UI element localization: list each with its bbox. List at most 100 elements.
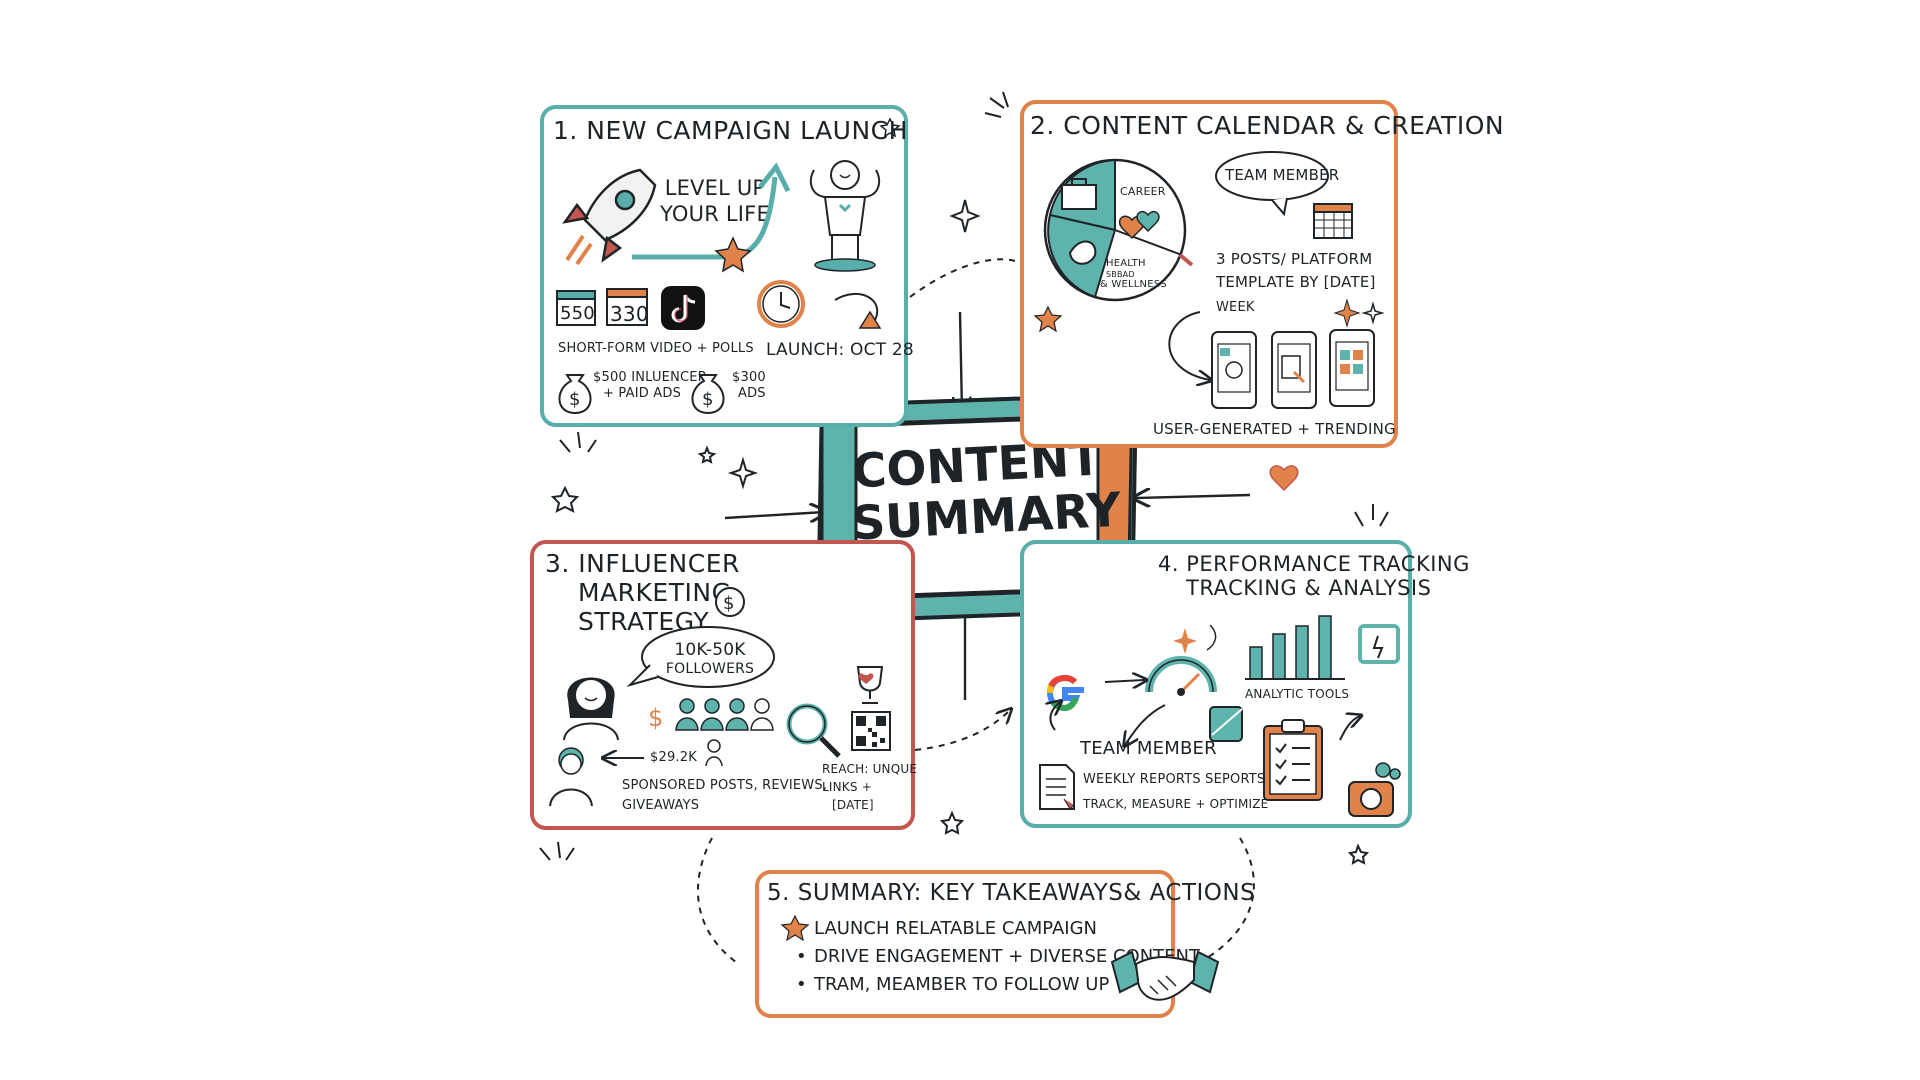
inner-arrows — [1035, 624, 1365, 780]
arrow-left-icon — [598, 750, 644, 766]
budget-a-line-2: + PAID ADS — [603, 386, 682, 402]
section2-star-icon — [1033, 305, 1063, 333]
content-summary-title: CONTENT SUMMARY — [847, 432, 1122, 552]
takeaway-item-3: TRAM, MEAMBER TO FOLLOW UP — [814, 974, 1110, 995]
speech-bubble-icon — [1215, 151, 1329, 217]
section4-title-line-1: 4. PERFORMANCE TRACKING — [1158, 552, 1470, 576]
activities-line-2: GIVEAWAYS — [622, 798, 700, 814]
section1-title: 1. NEW CAMPAIGN LAUNCH — [553, 116, 908, 145]
pie-health-line-1: HEALTH — [1106, 258, 1146, 269]
launch-date: LAUNCH: OCT 28 — [766, 340, 914, 360]
reports-label: WEEKLY REPORTS SEPORTS — [1083, 772, 1266, 787]
svg-text:$: $ — [569, 389, 580, 410]
google-icon — [1046, 674, 1084, 712]
team-member-label-2: TEAM MEMBER — [1225, 166, 1340, 184]
heart-icon — [1269, 465, 1299, 492]
svg-text:$: $ — [702, 389, 713, 410]
budget-b-line-2: ADS — [738, 386, 766, 402]
dollar-sign-icon: $ — [648, 704, 663, 732]
sparkle-icon — [1333, 298, 1385, 328]
handshake-icon — [1110, 950, 1220, 1001]
calendar-icon — [556, 290, 596, 326]
report-doc-icon — [1039, 764, 1075, 810]
calendar-value-a: 550 — [560, 303, 595, 324]
svg-text:$: $ — [648, 704, 663, 732]
section2-title: 2. CONTENT CALENDAR & CREATION — [1030, 111, 1505, 140]
pie-health-label: HEALTH SBBAD & WELLNESS — [1100, 258, 1167, 290]
ugc-label: USER-GENERATED + TRENDING — [1153, 420, 1396, 438]
budget-b-line-1: $300 — [732, 370, 766, 385]
posts-line-2: TEMPLATE BY [DATE] — [1216, 272, 1376, 291]
posts-label: 3 POSTS/ PLATFORM TEMPLATE BY [DATE] — [1216, 250, 1376, 292]
gauge-icon — [1145, 656, 1217, 696]
takeaway-item-1: LAUNCH RELATABLE CAMPAIGN — [814, 918, 1097, 939]
woman-small-icon — [549, 747, 593, 807]
reach-line-2: LINKS + — [822, 780, 872, 794]
budget-b: $300 ADS — [732, 370, 766, 403]
phone-icon — [1271, 331, 1317, 409]
trophy-icon — [856, 666, 884, 704]
section3-title: 3. INFLUENCER MARKETING STRATEGY — [545, 549, 740, 636]
followers-line-2: FOLLOWERS — [665, 661, 755, 678]
budget-a: $500 INLUENCER + PAID ADS — [593, 370, 707, 403]
calendar-icon — [606, 288, 648, 326]
posts-line-1: 3 POSTS/ PLATFORM — [1216, 250, 1373, 268]
pie-health-line-2: SBBAD — [1106, 269, 1135, 279]
star-icon — [714, 236, 752, 273]
speech-bubble-icon — [626, 626, 775, 688]
camera-icon — [1348, 762, 1401, 817]
section3-title-line-2: MARKETING — [578, 577, 732, 607]
calendar-icon — [1358, 624, 1400, 664]
format-label: SHORT-FORM VIDEO + POLLS — [558, 341, 754, 356]
followers-line-1: 10K-50K — [674, 640, 746, 660]
pie-career-label: CAREER — [1120, 185, 1166, 198]
analytic-tools-label: ANALYTIC TOOLS — [1245, 687, 1350, 701]
qr-code-icon — [851, 711, 891, 751]
group-icon — [675, 698, 774, 767]
week-label: WEEK — [1216, 300, 1255, 315]
section5-title: 5. SUMMARY: KEY TAKEAWAYS& ACTIONS — [767, 880, 1256, 906]
slogan-line-1: LEVEL UP — [664, 176, 766, 200]
dollar-coin-icon: $ — [715, 587, 745, 617]
section4-title: 4. PERFORMANCE TRACKING TRACKING & ANALY… — [1158, 552, 1470, 600]
clipboard-icon — [1263, 719, 1323, 801]
activities-label: SPONSORED POSTS, REVIEWS, GIVEAWAYS — [622, 778, 827, 815]
reach-line-1: REACH: UNQUE — [822, 762, 918, 776]
clock-icon — [757, 280, 805, 328]
arrow-loop-icon — [834, 293, 882, 329]
photo-card-icon — [1209, 706, 1243, 742]
activities-line-1: SPONSORED POSTS, REVIEWS, — [622, 778, 828, 793]
takeaway-bullet-3: • — [796, 974, 807, 995]
loop-arrow-icon — [1168, 311, 1220, 390]
svg-text:$: $ — [723, 593, 734, 614]
slogan: LEVEL UP YOUR LIFE — [655, 175, 775, 228]
influencer-budget: $29.2K — [650, 750, 697, 765]
reach-label: REACH: UNQUE LINKS + [DATE] — [822, 762, 917, 813]
slogan-line-2: YOUR LIFE — [660, 202, 770, 227]
pie-chart-icon — [1043, 158, 1194, 302]
bar-chart-icon — [1245, 615, 1345, 680]
team-member-label-4: TEAM MEMBER — [1080, 738, 1217, 759]
calendar-value-b: 330 — [610, 302, 649, 326]
section1-star-icon — [879, 117, 901, 138]
takeaway-bullet-2: • — [796, 946, 807, 967]
money-bag-icon: $ — [691, 374, 725, 415]
reach-line-3: [DATE] — [832, 798, 874, 812]
followers-label: 10K-50K FOLLOWERS — [665, 640, 755, 679]
budget-a-line-1: $500 INLUENCER — [593, 370, 707, 385]
strong-person-icon — [809, 160, 881, 272]
rocket-icon — [562, 168, 657, 266]
phone-icon — [1329, 329, 1375, 407]
section4-title-line-2: TRACKING & ANALYSIS — [1186, 576, 1432, 601]
arrow-up-icon — [632, 162, 791, 260]
calendar-icon — [1313, 203, 1353, 239]
pie-health-line-3: & WELLNESS — [1100, 278, 1167, 290]
tiktok-icon — [661, 286, 705, 330]
money-bag-icon: $ — [558, 374, 592, 415]
takeaway-item-2: DRIVE ENGAGEMENT + DIVERSE CONTENT — [814, 946, 1200, 967]
phone-icon — [1211, 331, 1257, 409]
woman-icon — [563, 677, 619, 741]
track-label: TRACK, MEASURE + OPTIMIZE — [1083, 797, 1269, 811]
section3-title-line-1: 3. INFLUENCER — [545, 549, 740, 578]
magnifier-icon — [786, 703, 841, 758]
